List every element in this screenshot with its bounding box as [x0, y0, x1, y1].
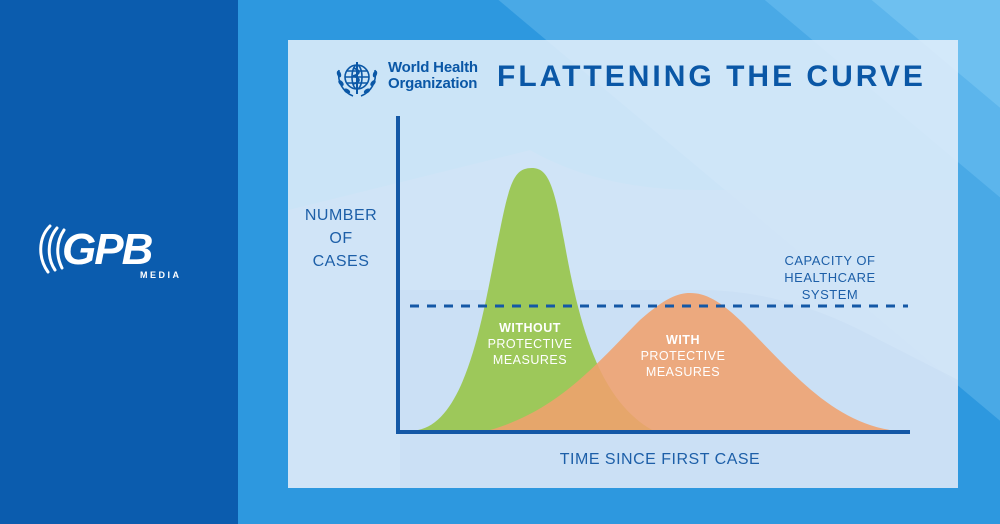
y-axis-label-line3: CASES	[312, 253, 370, 270]
gpb-wordmark: GPB	[62, 225, 153, 274]
capacity-label-line3: SYSTEM	[801, 287, 859, 302]
who-name: World Health Organization	[388, 60, 478, 92]
who-emblem-icon	[336, 62, 378, 97]
y-axis-label-line2: OF	[329, 230, 353, 247]
card-shading	[288, 150, 958, 488]
without-measures-label: WITHOUT PROTECTIVE MEASURES	[470, 320, 590, 368]
capacity-label-line1: CAPACITY OF	[784, 253, 876, 268]
gpb-media-logo: GPB MEDIA	[39, 224, 182, 280]
who-name-line1: World Health	[388, 59, 478, 76]
with-label-bold: WITH	[666, 333, 700, 347]
page-title: FLATTENING THE CURVE	[497, 60, 926, 93]
without-measures-curve	[418, 168, 652, 430]
gpb-swoosh-icon	[39, 224, 66, 274]
brand-panel	[0, 0, 238, 524]
with-measures-label: WITH PROTECTIVE MEASURES	[620, 332, 746, 380]
who-name-line2: Organization	[388, 75, 478, 92]
with-measures-curve	[490, 293, 890, 430]
with-label-line3: MEASURES	[645, 365, 721, 379]
without-label-line3: MEASURES	[492, 353, 568, 367]
x-axis-label: TIME SINCE FIRST CASE	[559, 451, 761, 468]
capacity-label: CAPACITY OF HEALTHCARE SYSTEM	[760, 252, 900, 303]
gpb-media-text: MEDIA	[140, 270, 182, 280]
capacity-label-line2: HEALTHCARE	[784, 270, 876, 285]
y-axis-label-line1: NUMBER	[304, 207, 378, 224]
without-label-line2: PROTECTIVE	[487, 337, 573, 351]
with-label-line2: PROTECTIVE	[640, 349, 726, 363]
y-axis-label: NUMBER OF CASES	[296, 204, 386, 273]
without-label-bold: WITHOUT	[499, 321, 561, 335]
